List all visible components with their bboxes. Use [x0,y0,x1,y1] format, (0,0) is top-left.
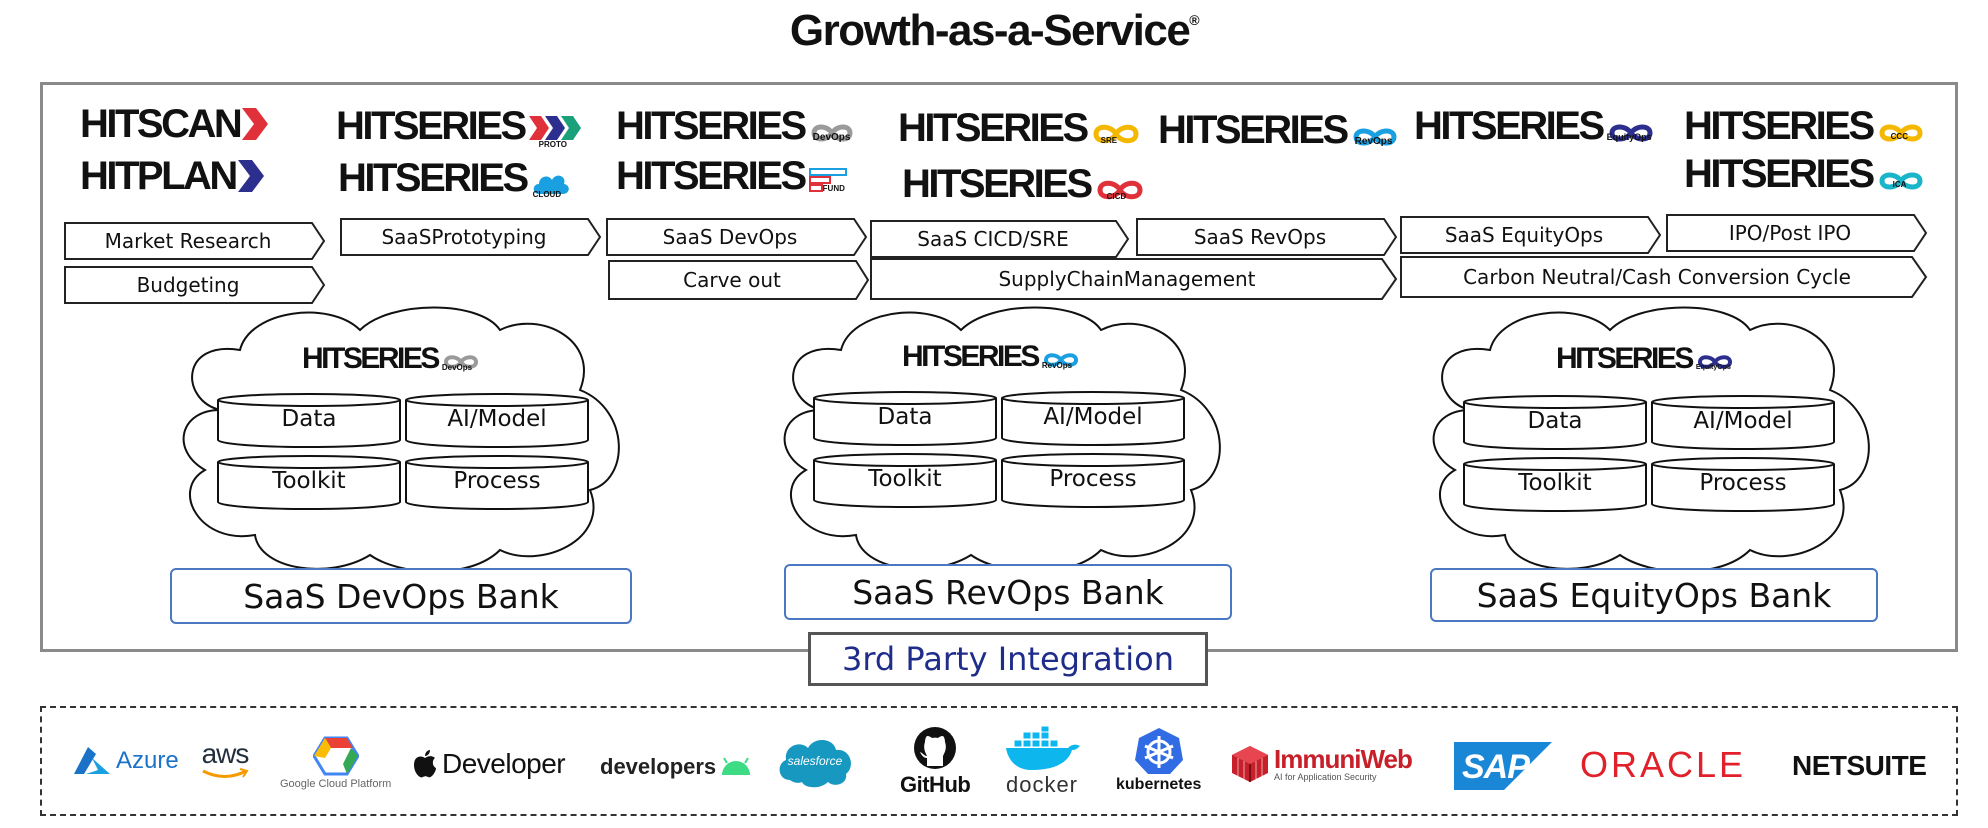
docker-whale-icon [1006,726,1080,770]
android-developers-logo: developers [600,754,752,780]
cloud-devops-brand: HITSERIES DevOps [302,344,482,374]
cylinder-process: Process [404,454,590,510]
hitplan-logo: HITPLAN [80,156,266,196]
sap-badge-icon [1454,742,1552,790]
cylinder-ai-model: AI/Model [1000,390,1186,446]
page-title: Growth-as-a-Service® [789,6,1200,55]
gcp-logo: Google Cloud Platform [280,736,391,790]
infinity-teal-icon [1879,172,1923,190]
infinity-yellow-icon [1879,124,1923,142]
bank-devops: SaaS DevOps Bank [170,568,632,624]
cylinder-toolkit: Toolkit [216,454,402,510]
stage-saas-equityops: SaaS EquityOps [1400,216,1662,254]
cloud-revops-brand: HITSERIES RevOps [902,342,1082,372]
infinity-gray-icon [443,355,478,369]
stage-budgeting: Budgeting [64,266,326,304]
aws-smile-icon [202,768,249,778]
kubernetes-logo: kubernetes [1116,726,1201,794]
netsuite-logo: NETSUITE [1792,750,1927,781]
cylinder-toolkit: Toolkit [812,452,998,508]
hitseries-devops-logo: HITSERIES DevOps [616,106,855,146]
stage-supply-chain: SupplyChainManagement [870,258,1398,300]
apple-developer-logo: Developer [412,748,566,780]
apple-icon [414,750,436,778]
cloud-equityops-brand: HITSERIES EquityOps [1556,344,1740,374]
bank-revops: SaaS RevOps Bank [784,564,1232,620]
hitseries-ccc-logo: HITSERIES CCC [1684,106,1927,146]
hitseries-fund-logo: HITSERIES FUND [616,156,849,196]
immuniweb-logo: ImmuniWeb AI for Application Security [1230,744,1413,784]
kubernetes-helm-icon [1134,728,1183,774]
stage-saas-revops: SaaS RevOps [1136,218,1398,256]
stage-saas-devops: SaaS DevOps [606,218,868,256]
navy-chevron-icon [237,160,264,192]
android-icon [722,757,751,775]
stage-saas-cicd-sre: SaaS CICD/SRE [870,220,1130,258]
cylinder-process: Process [1000,452,1186,508]
infinity-blue-icon [1353,128,1397,146]
oracle-logo: ORACLE [1580,744,1747,785]
aws-logo: aws [200,740,250,780]
sap-logo: SAP [1454,742,1552,790]
infinity-navy-icon [1609,124,1653,142]
bank-equityops: SaaS EquityOps Bank [1430,568,1878,622]
stage-saas-prototyping: SaaSPrototyping [340,218,602,256]
salesforce-logo: salesforce [774,732,856,790]
cloud-icon [533,175,569,194]
azure-icon [74,747,110,774]
stage-market-research: Market Research [64,222,326,260]
integrations-strip [40,706,1958,816]
cylinder-data: Data [216,392,402,448]
cylinder-ai-model: AI/Model [1650,394,1836,450]
hitseries-revops-logo: HITSERIES RevOps [1158,110,1399,150]
fund-bars-icon [808,168,847,192]
cylinder-ai-model: AI/Model [404,392,590,448]
hitseries-sre-logo: HITSERIES SRE [898,108,1141,148]
hitseries-ica-logo: HITSERIES ICA [1684,154,1927,194]
infinity-navy-icon [1697,355,1732,369]
stage-carve-out: Carve out [608,260,870,300]
cylinder-data: Data [1462,394,1648,450]
infinity-yellow-icon [1093,124,1139,144]
hitseries-cloud-logo: HITSERIES CLOUD [338,158,571,199]
stage-ipo: IPO/Post IPO [1666,214,1928,252]
cylinder-data: Data [812,390,998,446]
azure-logo: Azure [72,746,179,776]
immuniweb-cube-icon [1232,746,1268,782]
cylinder-toolkit: Toolkit [1462,456,1648,512]
hitseries-proto-logo: HITSERIES PROTO [336,106,585,149]
infinity-gray-icon [811,124,853,142]
salesforce-cloud-icon [779,739,851,788]
infinity-red-icon [1097,180,1143,200]
cylinder-process: Process [1650,456,1836,512]
stage-carbon-neutral: Carbon Neutral/Cash Conversion Cycle [1400,256,1928,298]
third-party-integration-label: 3rd Party Integration [808,632,1208,686]
github-octocat-icon [914,727,957,769]
hitseries-equityops-logo: HITSERIES EquityOps [1414,106,1657,146]
gcp-hexagon-icon [312,736,359,776]
github-logo: GitHub [900,726,971,798]
proto-chevrons-icon [528,116,581,140]
hitscan-logo: HITSCAN [80,104,270,144]
red-chevron-icon [242,108,269,140]
hitseries-cicd-logo: HITSERIES CICD [902,164,1145,204]
infinity-blue-icon [1043,353,1078,367]
docker-logo: docker [1002,726,1082,798]
